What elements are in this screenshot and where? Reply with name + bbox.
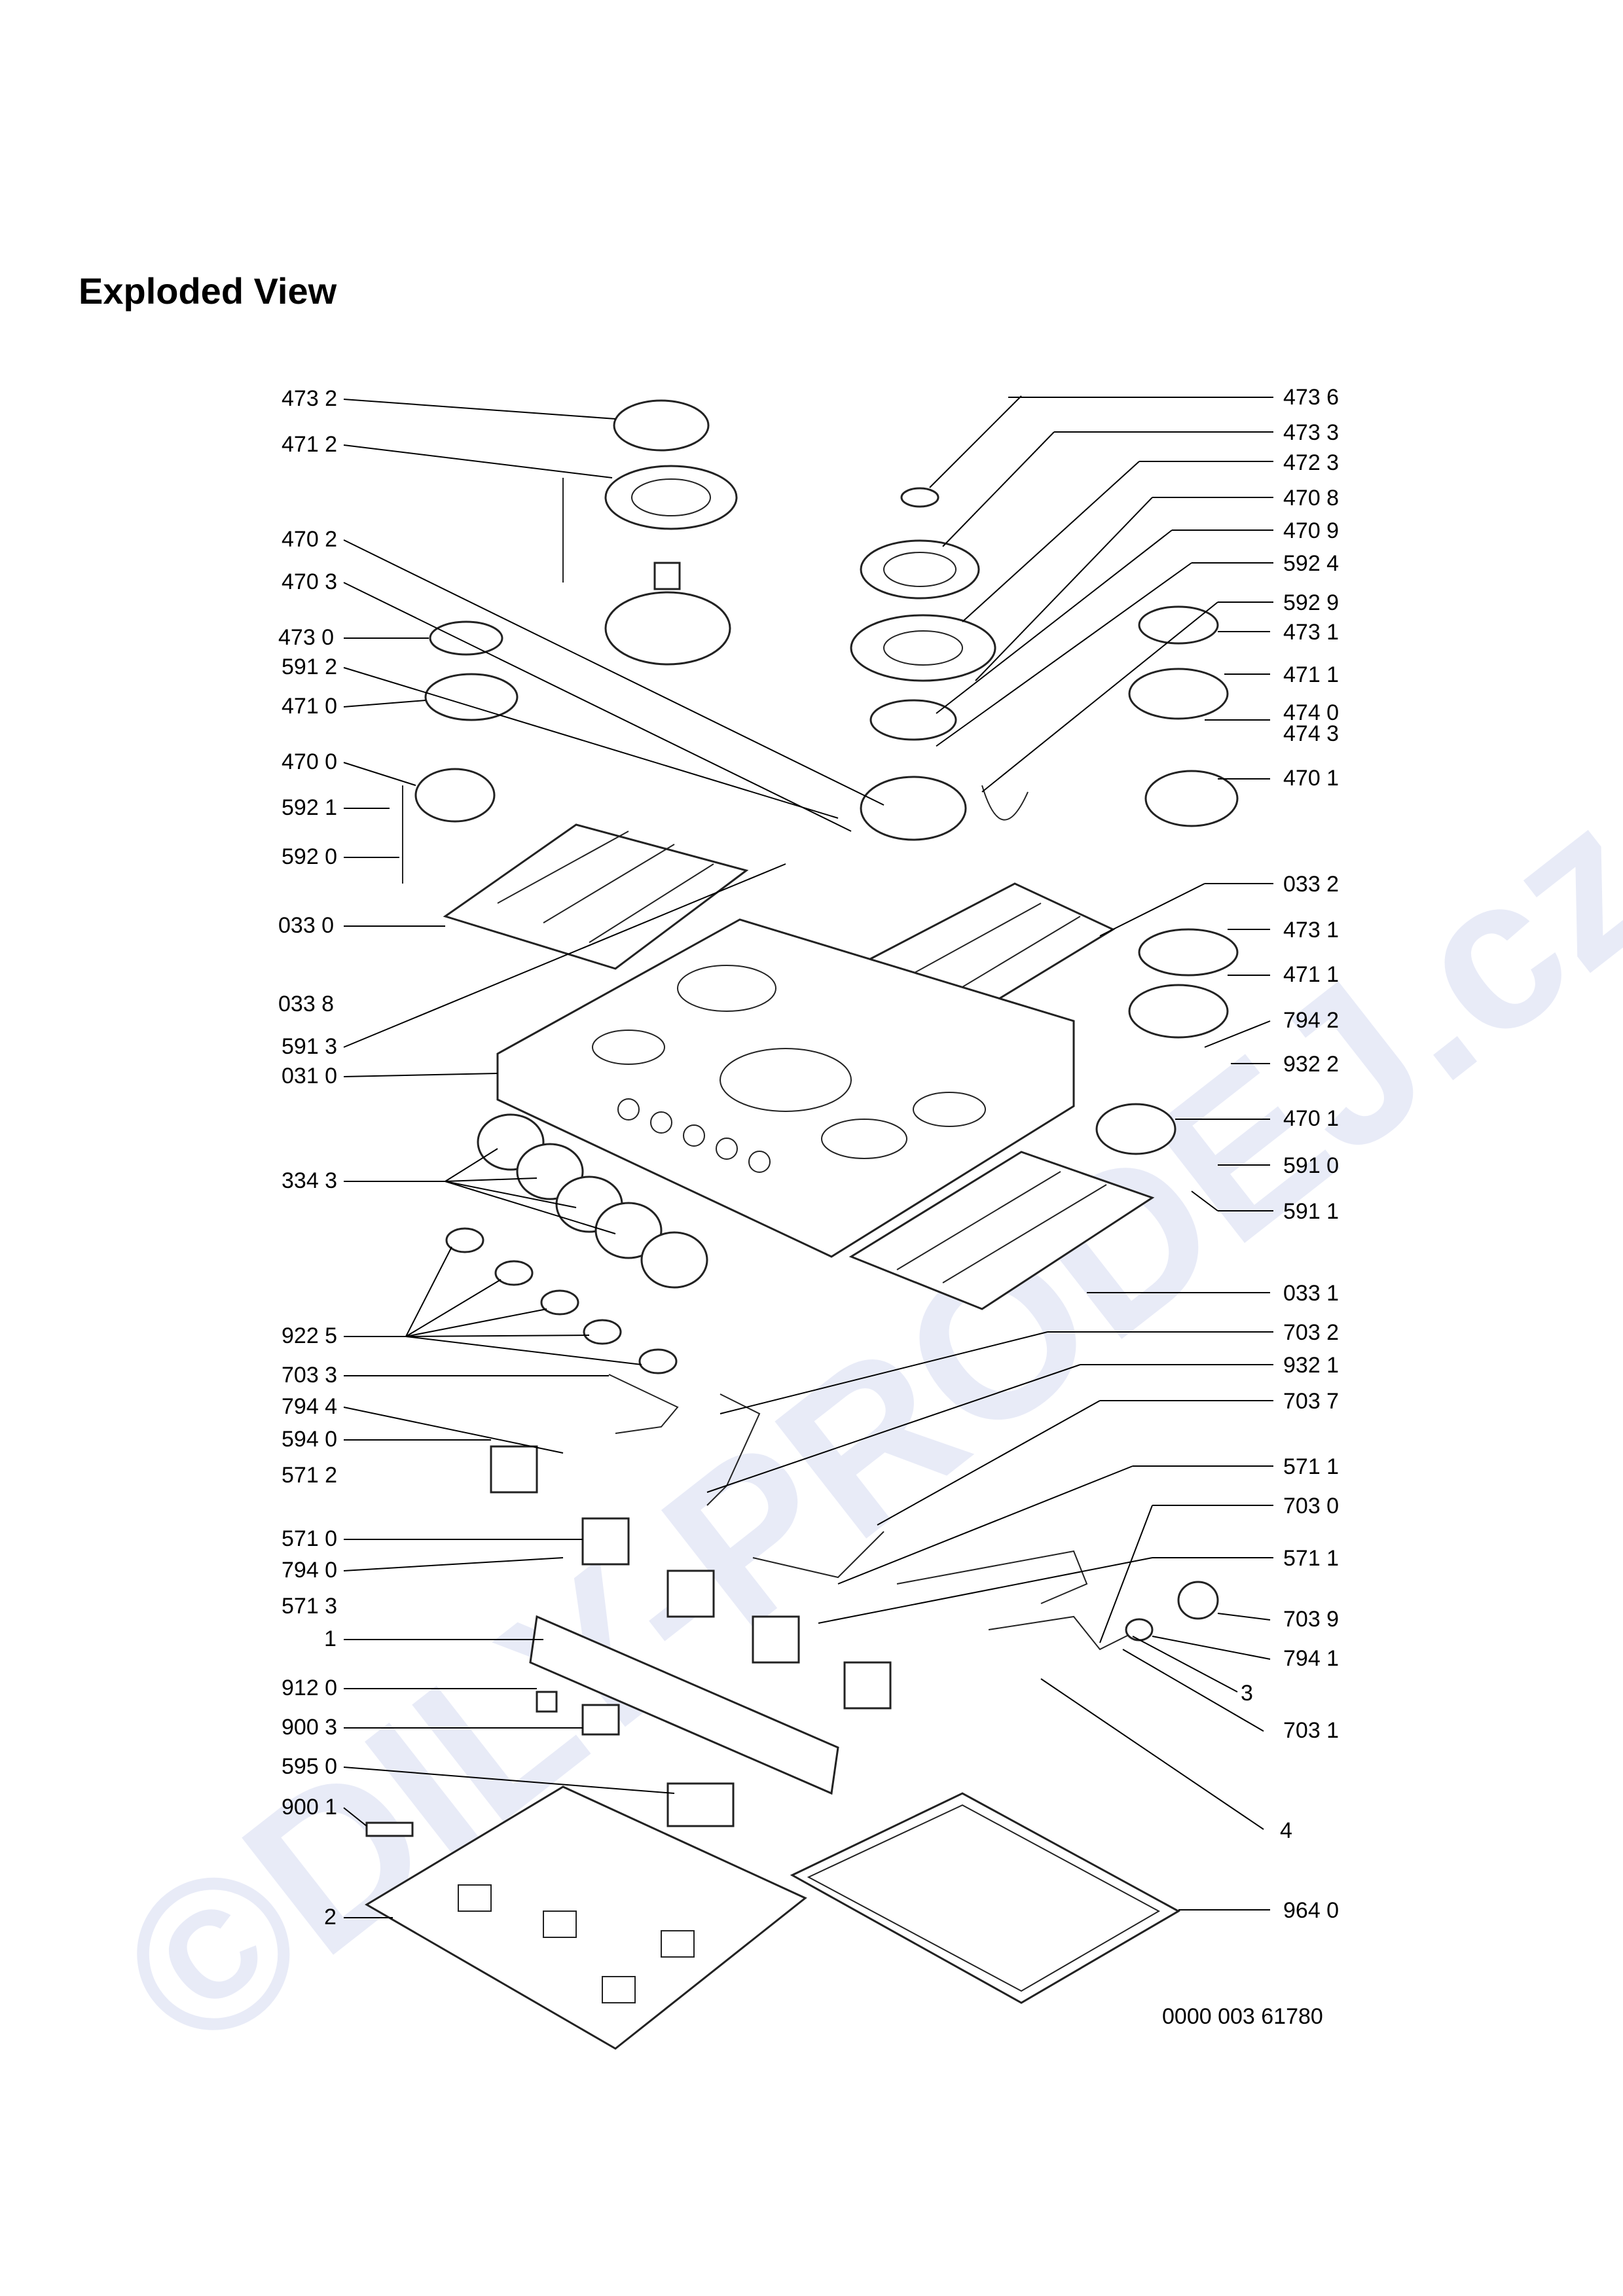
part-label: 474 3 — [1283, 721, 1339, 746]
part-label: 900 3 — [282, 1715, 337, 1740]
part-label: 591 1 — [1283, 1199, 1339, 1224]
part-label: 591 2 — [282, 655, 337, 679]
part-label: 334 3 — [282, 1168, 337, 1193]
part-label: 912 0 — [282, 1676, 337, 1700]
part-label: 592 0 — [282, 844, 337, 869]
part-label: 3 — [1241, 1681, 1253, 1706]
part-label: 594 0 — [282, 1427, 337, 1452]
part-label: 571 0 — [282, 1526, 337, 1551]
part-label: 964 0 — [1283, 1898, 1339, 1923]
right-labels: 473 6 473 3 472 3 470 8 470 9 592 4 592 … — [1008, 385, 1339, 1923]
rings — [445, 1227, 678, 1374]
part-label: 470 2 — [282, 527, 337, 552]
part-label: 473 1 — [1283, 918, 1339, 942]
part-label: 470 0 — [282, 749, 337, 774]
part-label: 033 8 — [278, 992, 334, 1016]
part-label: 473 3 — [1283, 420, 1339, 445]
part-label: 591 0 — [1283, 1153, 1339, 1178]
part-label: 592 4 — [1283, 551, 1339, 576]
part-label: 595 0 — [282, 1754, 337, 1779]
part-label: 471 2 — [282, 432, 337, 457]
part-label: 470 8 — [1283, 486, 1339, 511]
part-label: 794 4 — [282, 1394, 337, 1419]
part-label: 033 0 — [278, 913, 334, 938]
part-label: 4 — [1280, 1818, 1292, 1843]
drawing-number: 0000 003 61780 — [1162, 2004, 1323, 2029]
part-label: 703 1 — [1283, 1718, 1339, 1743]
part-label: 900 1 — [282, 1795, 337, 1820]
valves — [490, 1445, 892, 1710]
part-label: 703 2 — [1283, 1320, 1339, 1345]
parts-drawing — [365, 399, 1239, 2050]
part-label: 473 2 — [282, 386, 337, 411]
part-label: 473 0 — [278, 625, 334, 650]
leader-lines — [343, 395, 1271, 1918]
part-label: 794 1 — [1283, 1646, 1339, 1671]
part-label: 571 2 — [282, 1463, 337, 1488]
part-label: 932 2 — [1283, 1052, 1339, 1077]
part-label: 2 — [324, 1905, 337, 1929]
part-label: 703 7 — [1283, 1389, 1339, 1414]
part-label: 571 1 — [1283, 1546, 1339, 1571]
left-labels: 473 2 471 2 470 2 470 3 473 0 591 2 471 … — [278, 386, 337, 1929]
knob-holes — [617, 1098, 771, 1173]
part-label: 033 1 — [1283, 1281, 1339, 1306]
part-label: 470 3 — [282, 569, 337, 594]
part-label: 592 9 — [1283, 590, 1339, 615]
part-label: 471 1 — [1283, 662, 1339, 687]
part-label: 470 9 — [1283, 518, 1339, 543]
part-label: 471 1 — [1283, 962, 1339, 987]
knobs — [477, 1113, 708, 1289]
part-label: 471 0 — [282, 694, 337, 719]
part-label: 571 1 — [1283, 1454, 1339, 1479]
part-label: 922 5 — [282, 1323, 337, 1348]
part-label: 473 6 — [1283, 385, 1339, 410]
part-label: 794 0 — [282, 1558, 337, 1583]
part-label: 473 1 — [1283, 620, 1339, 645]
part-label: 794 2 — [1283, 1008, 1339, 1033]
part-label: 591 3 — [282, 1034, 337, 1059]
part-label: 571 3 — [282, 1594, 337, 1619]
part-label: 1 — [324, 1626, 337, 1651]
part-label: 592 1 — [282, 795, 337, 820]
part-label: 703 3 — [282, 1363, 337, 1388]
part-label: 470 1 — [1283, 1106, 1339, 1131]
page-title: Exploded View — [79, 270, 337, 312]
part-label: 703 9 — [1283, 1607, 1339, 1632]
part-label: 472 3 — [1283, 450, 1339, 475]
part-label: 470 1 — [1283, 766, 1339, 791]
part-label: 031 0 — [282, 1064, 337, 1088]
part-label: 033 2 — [1283, 872, 1339, 897]
part-label: 932 1 — [1283, 1353, 1339, 1378]
part-label: 474 0 — [1283, 700, 1339, 725]
part-label: 703 0 — [1283, 1494, 1339, 1518]
